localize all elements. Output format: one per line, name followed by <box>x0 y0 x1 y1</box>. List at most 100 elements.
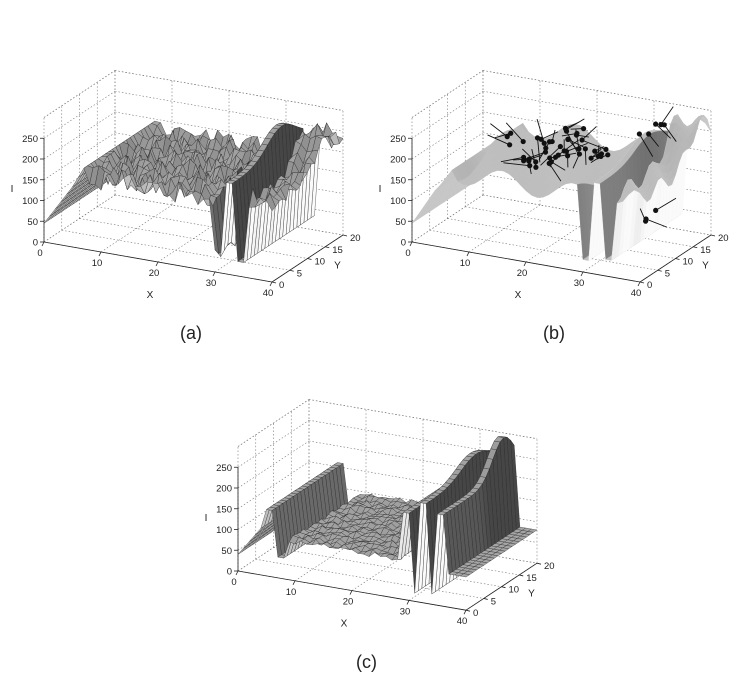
grid-line <box>237 461 310 510</box>
x-tick-label: 10 <box>286 587 297 598</box>
x-tick <box>235 570 239 576</box>
x-tick-label: 40 <box>631 288 642 299</box>
grid-line <box>114 70 344 111</box>
marker-needle <box>655 197 677 211</box>
z-tick-label: 250 <box>390 134 406 145</box>
caption-c: (c) <box>356 652 377 672</box>
y-tick <box>675 258 680 260</box>
marker-needle <box>540 131 559 140</box>
marker-point <box>541 140 547 146</box>
grid-line <box>447 218 676 259</box>
marker-point <box>533 164 539 170</box>
marker-point <box>504 134 510 140</box>
surface-cell <box>633 189 644 199</box>
marker-point <box>563 127 569 133</box>
grid-line <box>43 132 116 181</box>
marker-point <box>605 152 611 158</box>
y-axis-label: Y <box>528 589 535 600</box>
z-tick-label: 50 <box>221 546 232 557</box>
x-axis-line <box>237 570 467 611</box>
marker-point <box>574 130 580 137</box>
x-tick <box>41 241 45 247</box>
surface-cell <box>459 573 471 578</box>
z-tick-label: 150 <box>216 504 232 515</box>
marker-point <box>658 122 664 128</box>
y-tick <box>639 281 645 284</box>
marker-needle <box>572 153 580 169</box>
x-tick <box>349 590 353 595</box>
marker-point <box>603 146 609 152</box>
marker-point <box>646 131 652 137</box>
grid-line <box>237 419 310 468</box>
grid-line <box>411 70 484 118</box>
y-tick <box>325 246 330 249</box>
x-tick-label: 20 <box>149 268 160 279</box>
y-tick-label: 15 <box>526 573 537 584</box>
x-tick-label: 30 <box>400 606 411 617</box>
grid-line <box>468 204 541 253</box>
x-tick <box>292 580 296 585</box>
y-tick-label: 20 <box>718 233 729 244</box>
grid-line <box>411 111 484 160</box>
surface-cell <box>43 213 54 224</box>
marker-point <box>555 152 561 158</box>
grid-line <box>97 206 326 248</box>
z-tick-label: 0 <box>33 238 38 249</box>
y-tick <box>710 234 716 237</box>
grid-line <box>411 90 484 139</box>
z-tick-label: 250 <box>216 463 232 474</box>
y-axis-label: Y <box>334 261 341 272</box>
x-tick-label: 10 <box>92 258 103 269</box>
x-axis-label: X <box>147 290 154 301</box>
y-tick <box>342 234 348 237</box>
y-tick <box>519 574 524 577</box>
x-tick <box>406 600 410 605</box>
marker-point <box>653 207 659 213</box>
grid-line <box>237 399 310 447</box>
marker-needle <box>581 126 597 141</box>
surface-cell <box>701 114 712 133</box>
x-tick <box>466 251 470 257</box>
axes <box>408 137 716 287</box>
x-tick <box>409 241 413 247</box>
marker-point <box>582 146 588 152</box>
marker-needle <box>663 124 677 142</box>
grid-line <box>255 558 484 599</box>
grid-line <box>237 440 310 489</box>
marker-point <box>546 139 553 145</box>
marker-point <box>653 121 659 127</box>
x-tick <box>98 251 102 257</box>
y-tick-label: 5 <box>491 596 496 607</box>
y-tick <box>483 598 488 600</box>
grid-line <box>100 204 173 253</box>
marker-point <box>579 137 585 143</box>
z-tick-label: 50 <box>395 217 406 228</box>
y-tick-label: 10 <box>315 257 326 268</box>
x-axis-label: X <box>515 290 522 301</box>
x-tick <box>212 271 216 277</box>
marker-needle <box>490 123 508 138</box>
grid-line <box>114 90 344 132</box>
marker-needle <box>551 161 566 171</box>
marker-needle <box>521 148 537 163</box>
surface-mesh <box>411 114 712 261</box>
x-tick <box>637 281 641 287</box>
surface-mesh <box>237 436 538 595</box>
marker-point <box>508 130 514 136</box>
marker-needle <box>566 142 588 152</box>
marker-needle <box>540 141 550 157</box>
marker-point <box>580 126 587 132</box>
marker-point <box>576 151 583 157</box>
y-tick-label: 0 <box>279 280 284 291</box>
y-tick-label: 5 <box>665 268 670 279</box>
marker-needle <box>503 162 530 167</box>
x-tick-label: 40 <box>457 616 468 627</box>
z-axis-label: I <box>379 184 382 195</box>
marker-needle <box>648 133 659 147</box>
z-tick-label: 200 <box>22 155 38 166</box>
feature-markers <box>487 106 677 228</box>
